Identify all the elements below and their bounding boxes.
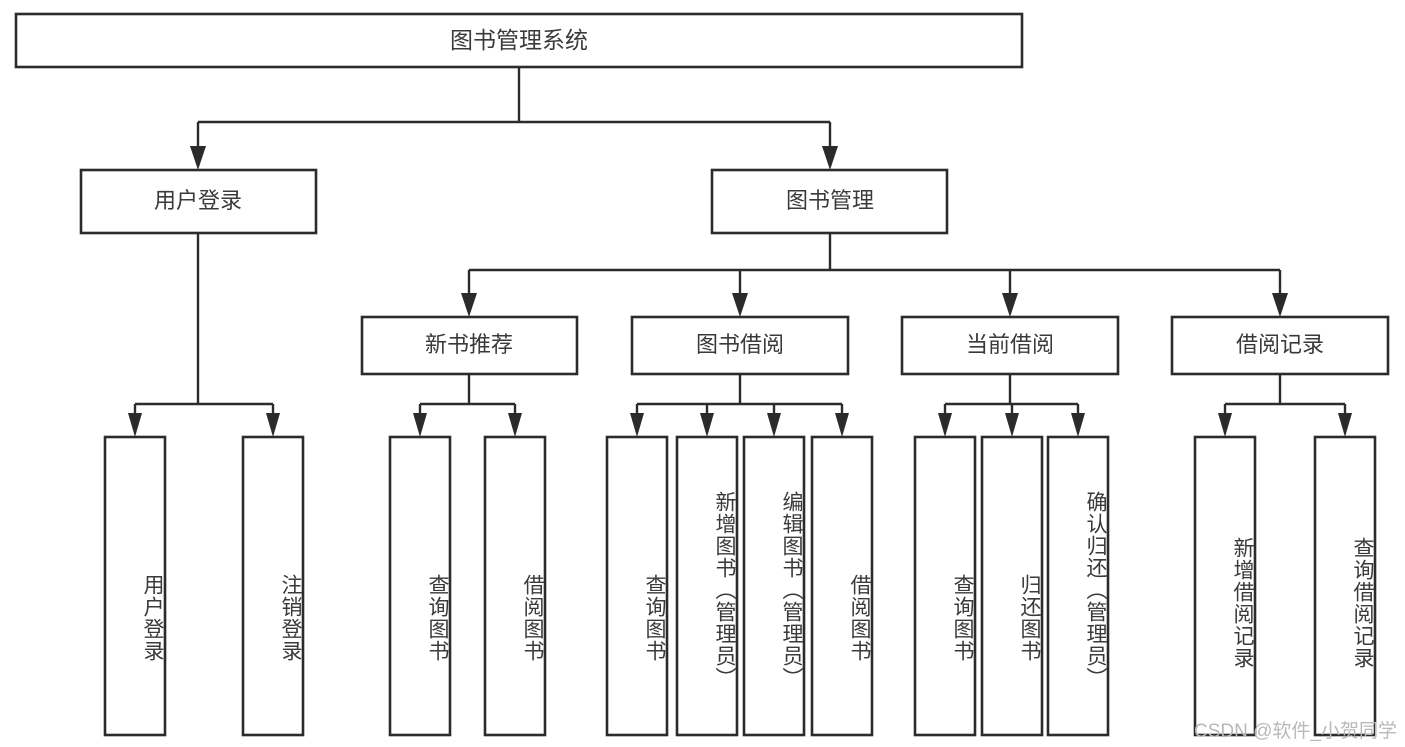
arrow-head-icon xyxy=(630,413,644,437)
leaf-box-query-borrow-record[interactable] xyxy=(1313,435,1377,737)
node-root[interactable]: 图书管理系统 xyxy=(14,12,1024,69)
node-box[interactable] xyxy=(14,12,1024,69)
arrow-head-icon xyxy=(732,293,748,317)
node-user-login[interactable]: 用户登录 xyxy=(79,168,318,235)
node-label: 当前借阅 xyxy=(966,332,1054,357)
connector-userlogin-to-leaves xyxy=(128,233,280,437)
connector-root-to-level2 xyxy=(190,67,838,170)
arrow-head-icon xyxy=(461,293,477,317)
arrow-head-icon xyxy=(413,413,427,437)
arrow-head-icon xyxy=(767,413,781,437)
leaf-box-user-login[interactable] xyxy=(103,435,167,737)
node-box[interactable] xyxy=(710,168,949,235)
leaf-box-query-book-borrow[interactable] xyxy=(605,435,669,737)
leaf-box-query-book-current[interactable] xyxy=(913,435,977,737)
arrow-head-icon xyxy=(1218,413,1232,437)
node-label: 图书借阅 xyxy=(696,332,784,357)
leaf-box-borrow-book-recommend[interactable] xyxy=(483,435,547,737)
connector-currentborrow-to-leaves xyxy=(938,374,1085,437)
node-label: 图书管理 xyxy=(786,188,874,213)
node-box[interactable] xyxy=(360,315,579,376)
arrow-head-icon xyxy=(1005,413,1019,437)
arrow-head-icon xyxy=(190,146,206,170)
leaf-box-add-book[interactable] xyxy=(675,435,739,737)
arrow-head-icon xyxy=(1338,413,1352,437)
node-new-book-recommend[interactable]: 新书推荐 xyxy=(360,315,579,376)
node-box[interactable] xyxy=(79,168,318,235)
connector-bookborrow-to-leaves xyxy=(630,374,849,437)
arrow-head-icon xyxy=(700,413,714,437)
arrow-head-icon xyxy=(822,146,838,170)
node-box[interactable] xyxy=(630,315,850,376)
leaf-box-return-book[interactable] xyxy=(980,435,1044,737)
node-current-borrow[interactable]: 当前借阅 xyxy=(900,315,1120,376)
leaf-nodes-group xyxy=(103,435,1377,737)
leaf-box-logout[interactable] xyxy=(241,435,305,737)
connector-newbook-to-leaves xyxy=(413,374,522,437)
node-book-manage[interactable]: 图书管理 xyxy=(710,168,949,235)
node-book-borrow[interactable]: 图书借阅 xyxy=(630,315,850,376)
node-label: 图书管理系统 xyxy=(450,27,588,53)
node-box[interactable] xyxy=(1170,315,1390,376)
node-label: 借阅记录 xyxy=(1236,332,1324,357)
arrow-head-icon xyxy=(938,413,952,437)
leaf-box-borrow-book[interactable] xyxy=(810,435,874,737)
arrow-head-icon xyxy=(508,413,522,437)
arrow-head-icon xyxy=(266,413,280,437)
leaf-box-confirm-return[interactable] xyxy=(1046,435,1110,737)
node-box[interactable] xyxy=(900,315,1120,376)
arrow-head-icon xyxy=(1071,413,1085,437)
leaf-box-add-borrow-record[interactable] xyxy=(1193,435,1257,737)
leaf-box-edit-book[interactable] xyxy=(742,435,806,737)
arrow-head-icon xyxy=(835,413,849,437)
leaf-box-query-book-recommend[interactable] xyxy=(388,435,452,737)
arrow-head-icon xyxy=(1002,293,1018,317)
connector-borrowrecord-to-leaves xyxy=(1218,374,1352,437)
arrow-head-icon xyxy=(1272,293,1288,317)
node-borrow-record[interactable]: 借阅记录 xyxy=(1170,315,1390,376)
node-label: 用户登录 xyxy=(154,188,242,213)
connector-bookmanage-to-level3 xyxy=(461,233,1288,317)
arrow-head-icon xyxy=(128,413,142,437)
node-label: 新书推荐 xyxy=(425,332,513,357)
